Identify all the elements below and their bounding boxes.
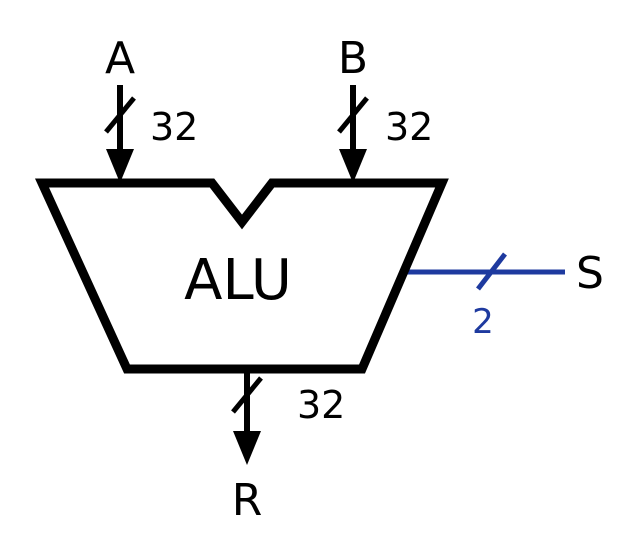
input-a-bus-width-label: 32: [150, 105, 198, 149]
output-r-bus-width-label: 32: [297, 383, 345, 427]
output-r-bus-slash-icon: [231, 376, 263, 414]
input-a-arrowhead-icon: [106, 149, 134, 183]
control-s-width-label: 2: [472, 302, 494, 342]
alu-body-shape: [34, 178, 449, 374]
input-a-label: A: [105, 33, 135, 84]
control-s-bus-slash-icon: [476, 252, 507, 291]
input-b-arrowhead-icon: [339, 149, 367, 183]
input-b-bus-width-label: 32: [385, 105, 433, 149]
input-a-bus-slash-icon: [104, 96, 136, 134]
alu-title-label: ALU: [184, 248, 292, 313]
output-r-label: R: [232, 475, 263, 526]
control-s-label: S: [576, 248, 604, 299]
input-b-bus-slash-icon: [337, 96, 369, 134]
output-r-arrowhead-icon: [233, 431, 261, 465]
input-b-label: B: [338, 33, 368, 84]
